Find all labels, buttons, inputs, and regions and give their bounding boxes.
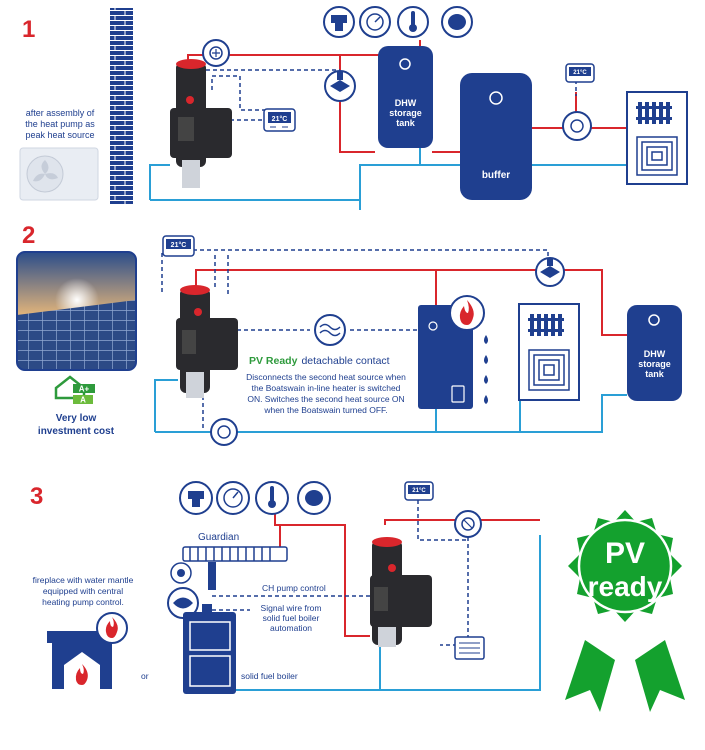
- guardian-label: Guardian: [198, 532, 239, 543]
- solid-fuel-boiler-icon: [183, 604, 236, 694]
- signal-wire-line-3: automation: [270, 623, 312, 633]
- fireplace-caption-line-2: equipped with central: [43, 586, 123, 596]
- heat-pump-caption-line-2: the heat pump as: [25, 119, 95, 129]
- dhw-tank-1-line-3: tank: [396, 118, 416, 128]
- inline-heater-1-icon: [170, 59, 232, 188]
- mixing-valve-1-icon: [324, 70, 356, 102]
- dhw-tank-2: DHW storage tank: [627, 305, 682, 401]
- section-2-number: 2: [22, 222, 35, 249]
- fireplace-caption-line-1: fireplace with water mantle: [33, 575, 134, 585]
- floor-heating-icon: [528, 349, 570, 391]
- ch-pump-control-label: CH pump control: [262, 583, 326, 593]
- mixing-valve-2-icon: [535, 257, 565, 287]
- brick-wall: [110, 8, 133, 204]
- pv-ready-rest-text: detachable contact: [301, 355, 389, 367]
- inline-heater-2-icon: [176, 285, 238, 398]
- section-3-pipes: [212, 510, 541, 691]
- thermostat-4-reading: 21°C: [412, 488, 426, 494]
- dhw-tank-2-line-3: tank: [645, 369, 665, 379]
- thermostat-2-reading: 21°C: [573, 70, 587, 76]
- section-3-number: 3: [30, 483, 43, 510]
- gas-boiler-icon: [418, 295, 488, 409]
- thermostat-4: 21°C: [404, 481, 434, 501]
- signal-wire-line-2: solid fuel boiler: [263, 613, 320, 623]
- dhw-tank-1-line-2: storage: [389, 108, 422, 118]
- signal-wire-line-1: Signal wire from: [261, 603, 322, 613]
- dhw-tank-1: DHW storage tank: [378, 46, 433, 148]
- low-cost-line-1: Very low: [56, 413, 97, 424]
- pump-icon-1: [202, 39, 230, 67]
- pv-ready-green-text: PV Ready: [249, 355, 298, 367]
- section-2-pipes: [154, 269, 627, 433]
- pv-description-line-1: Disconnects the second heat source when: [246, 372, 406, 382]
- solid-fuel-boiler-label: solid fuel boiler: [241, 671, 298, 681]
- energy-class-a: A: [80, 396, 86, 405]
- pv-badge-line-2: ready: [588, 571, 663, 602]
- safety-group-icons-1: [323, 6, 473, 38]
- safety-group-icons-2: [179, 481, 331, 515]
- dhw-tank-2-line-2: storage: [638, 359, 671, 369]
- pv-description-line-2: the Boatswain in-line heater is switched: [252, 383, 401, 393]
- pv-description-line-3: ON. Switches the second heat source ON: [247, 394, 404, 404]
- thermostat-1: 21°C: [263, 108, 296, 132]
- section-1: 1 after assembly of the heat pump as pea…: [19, 6, 688, 210]
- heat-pump-caption-line-3: peak heat source: [25, 130, 94, 140]
- section-3: 3: [30, 481, 685, 712]
- section-1-number: 1: [22, 16, 35, 43]
- thermostat-2: 21°C: [565, 63, 595, 83]
- pv-badge-line-1: PV: [605, 537, 645, 570]
- heat-pump-caption-line-1: after assembly of: [26, 108, 95, 118]
- water-drops-icon: [484, 335, 488, 404]
- radiator-icon: [636, 102, 672, 124]
- fireplace-icon: [47, 612, 128, 689]
- pump-controller-icon: [454, 636, 485, 660]
- thermostat-3: 21°C: [162, 235, 195, 257]
- dhw-tank-2-line-1: DHW: [644, 349, 666, 359]
- radiator-icon: [528, 314, 564, 336]
- energy-class-icon: A+ A: [54, 375, 95, 405]
- low-cost-line-2: investment cost: [38, 426, 115, 437]
- section-2: 2 A+ A Very low investment cost: [16, 222, 682, 446]
- energy-class-a-plus: A+: [79, 385, 90, 394]
- pump-icon-3: [210, 418, 238, 446]
- heat-pump-unit-icon: [19, 147, 99, 201]
- pump-icon-4: [454, 510, 482, 538]
- thermostatic-valve-icon: [170, 562, 192, 584]
- fireplace-caption-line-3: heating pump control.: [42, 597, 124, 607]
- guardian-heat-exchanger-icon: [182, 546, 288, 590]
- solar-panels-image: [16, 251, 137, 371]
- heat-emitters-box-1: [626, 91, 688, 185]
- heat-emitters-box-2: [518, 303, 580, 401]
- pv-ready-badge: PV ready: [565, 510, 685, 712]
- or-label: or: [141, 671, 149, 681]
- buffer-label: buffer: [482, 170, 510, 181]
- detachable-contact-icon: [314, 314, 346, 346]
- pump-icon-2: [562, 111, 592, 141]
- inline-heater-3-icon: [370, 537, 432, 647]
- buffer-tank: buffer: [460, 73, 532, 200]
- pv-description-line-4: when the Boatswain turned OFF.: [263, 405, 387, 415]
- floor-heating-icon: [636, 136, 678, 176]
- thermostat-1-reading: 21°C: [272, 115, 288, 123]
- thermostat-3-reading: 21°C: [171, 241, 187, 249]
- dhw-tank-1-line-1: DHW: [395, 98, 417, 108]
